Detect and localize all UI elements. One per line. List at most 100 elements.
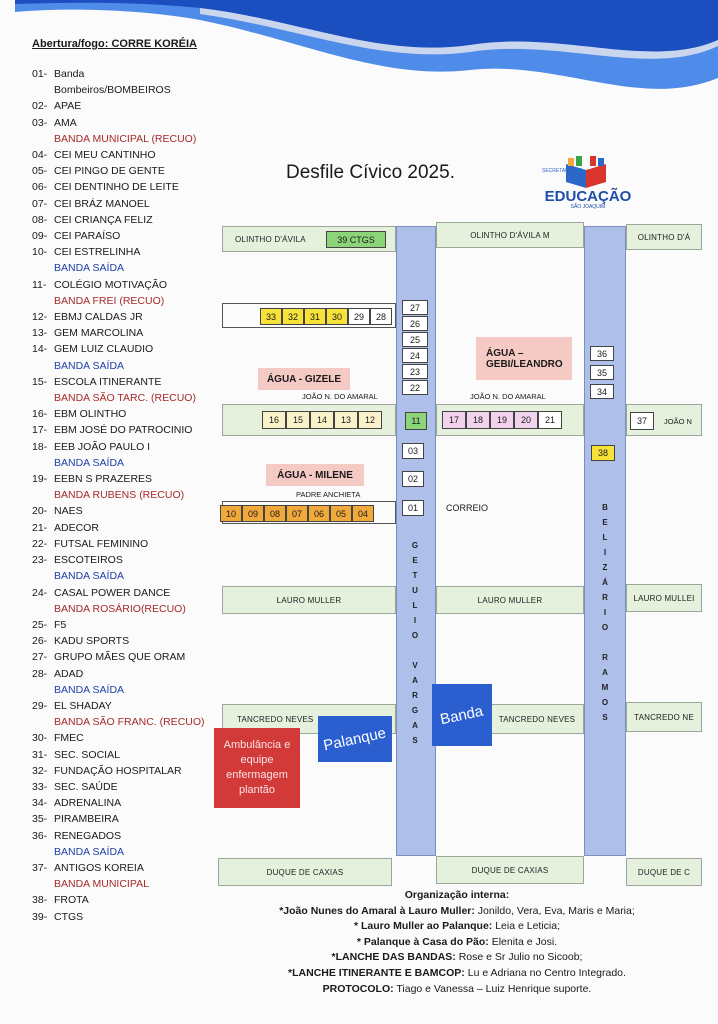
agua-milene: ÁGUA - MILENE bbox=[266, 464, 364, 486]
list-item: BANDA SAÍDA bbox=[32, 682, 222, 698]
list-item-number: 33- bbox=[32, 780, 48, 793]
list-item-name: CEI BRÁZ MANOEL bbox=[54, 197, 150, 210]
list-item: 16-EBM OLINTHO bbox=[32, 406, 222, 422]
list-item: 39-CTGS bbox=[32, 909, 222, 925]
list-item: BANDA SAÍDA bbox=[32, 844, 222, 860]
organization-line-label: * Lauro Muller ao Palanque: bbox=[354, 920, 493, 933]
agua-gebi-leandro: ÁGUA – GEBI/LEANDRO bbox=[476, 337, 572, 380]
list-item-number bbox=[32, 82, 54, 98]
position-30: 30 bbox=[326, 308, 348, 325]
list-item-number: 37- bbox=[32, 861, 48, 874]
list-item: 34-ADRENALINA bbox=[32, 795, 222, 811]
position-23: 23 bbox=[402, 364, 428, 379]
list-item: 09-CEI PARAÍSO bbox=[32, 228, 222, 244]
list-item-name: AMA bbox=[54, 116, 77, 129]
avenue-letter: Z bbox=[602, 563, 608, 572]
list-item: 15-ESCOLA ITINERANTE bbox=[32, 374, 222, 390]
list-item-number: 31- bbox=[32, 748, 48, 761]
list-item-number: 14- bbox=[32, 343, 48, 356]
list-item-name: ADAD bbox=[54, 667, 84, 680]
street-duque-right: DUQUE DE C bbox=[626, 858, 702, 886]
logo-text: EDUCAÇÃO bbox=[544, 188, 632, 205]
list-item-name: BANDA SAÍDA bbox=[54, 570, 125, 583]
list-item-number: 23- bbox=[32, 554, 48, 567]
avenue-letter: E bbox=[602, 518, 608, 527]
list-item: 13-GEM MARCOLINA bbox=[32, 325, 222, 341]
avenue-letter: S bbox=[602, 713, 608, 722]
avenue-letter: G bbox=[411, 706, 419, 715]
organization-line-text: Leia e Leticia; bbox=[492, 920, 560, 933]
organization-line-label: PROTOCOLO: bbox=[322, 982, 394, 995]
list-item-number bbox=[32, 260, 54, 276]
list-item-name: BANDA MUNICIPAL bbox=[54, 878, 149, 891]
joao-amaral-mid-label: JOÃO N. DO AMARAL bbox=[470, 392, 546, 401]
list-item: 27-GRUPO MÃES QUE ORAM bbox=[32, 649, 222, 665]
list-item-name: CEI PINGO DE GENTE bbox=[54, 165, 165, 178]
list-item-number: 38- bbox=[32, 894, 48, 907]
list-item-number bbox=[32, 293, 54, 309]
list-item: 35-PIRAMBEIRA bbox=[32, 811, 222, 827]
position-03: 03 bbox=[402, 443, 424, 459]
avenue-getulio-vargas bbox=[396, 226, 436, 856]
list-item-name: COLÉGIO MOTIVAÇÃO bbox=[54, 278, 167, 291]
avenue-letter: E bbox=[412, 556, 418, 565]
list-item-name: ADECOR bbox=[54, 521, 99, 534]
list-title: Abertura/fogo: CORRE KORÉIA bbox=[32, 38, 197, 50]
street-olintho-mid: OLINTHO D'ÁVILA M bbox=[436, 222, 584, 248]
avenue-letter: L bbox=[602, 533, 608, 542]
list-item: BANDA SÃO FRANC. (RECUO) bbox=[32, 714, 222, 730]
list-item-number bbox=[32, 844, 54, 860]
organization-line: * Lauro Muller ao Palanque: Leia e Letic… bbox=[222, 919, 692, 935]
avenue-letter: R bbox=[602, 593, 608, 602]
list-item: 10-CEI ESTRELINHA bbox=[32, 244, 222, 260]
list-item-name: Bombeiros/BOMBEIROS bbox=[54, 84, 171, 97]
list-item-number: 01- bbox=[32, 68, 48, 80]
list-item-number bbox=[32, 568, 54, 584]
list-item: BANDA SAÍDA bbox=[32, 568, 222, 584]
avenue-letter: M bbox=[601, 683, 609, 692]
list-item: 37- ANTIGOS KOREIA bbox=[32, 860, 222, 876]
list-item: BANDA FREI (RECUO) bbox=[32, 293, 222, 309]
list-item-number: 07- bbox=[32, 197, 48, 210]
list-item-number bbox=[32, 390, 54, 406]
list-item-name: GEM MARCOLINA bbox=[54, 327, 144, 340]
list-item-name: NAES bbox=[54, 505, 83, 518]
position-09: 09 bbox=[242, 505, 264, 522]
page-title: Desfile Cívico 2025. bbox=[286, 162, 455, 183]
position-14: 14 bbox=[310, 411, 334, 429]
position-12: 12 bbox=[358, 411, 382, 429]
list-item-name: ANTIGOS KOREIA bbox=[54, 861, 144, 874]
position-21: 21 bbox=[538, 411, 562, 429]
position-20: 20 bbox=[514, 411, 538, 429]
list-item-number: 28- bbox=[32, 667, 48, 680]
list-item: 04-CEI MEU CANTINHO bbox=[32, 147, 222, 163]
list-item-name: BANDA SAÍDA bbox=[54, 845, 125, 858]
organization-line-text: Elenita e Josi. bbox=[488, 935, 558, 948]
list-item: 25-F5 bbox=[32, 617, 222, 633]
list-item-number: 35- bbox=[32, 813, 48, 826]
list-item-number: 27- bbox=[32, 651, 48, 664]
position-29: 29 bbox=[348, 308, 370, 325]
avenue-letter: R bbox=[602, 653, 608, 662]
avenue-letter: V bbox=[412, 661, 418, 670]
avenue-letter: A bbox=[602, 668, 608, 677]
agua-gizele: ÁGUA - GIZELE bbox=[258, 368, 350, 390]
list-item: 33-SEC. SAÚDE bbox=[32, 779, 222, 795]
list-item-number bbox=[32, 601, 54, 617]
list-item-name: BANDA SAÍDA bbox=[54, 262, 125, 275]
list-item-number bbox=[32, 682, 54, 698]
list-item-name: F5 bbox=[54, 618, 67, 631]
list-item-number: 36- bbox=[32, 829, 48, 842]
position-27: 27 bbox=[402, 300, 428, 315]
position-34: 34 bbox=[590, 384, 614, 399]
street-lauro-left: LAURO MULLER bbox=[222, 586, 396, 614]
position-08: 08 bbox=[264, 505, 286, 522]
list-item: 07- CEI BRÁZ MANOEL bbox=[32, 196, 222, 212]
position-26: 26 bbox=[402, 316, 428, 331]
position-31: 31 bbox=[304, 308, 326, 325]
joao-amaral-left-label: JOÃO N. DO AMARAL bbox=[302, 392, 378, 401]
list-item-name: CASAL POWER DANCE bbox=[54, 586, 171, 599]
